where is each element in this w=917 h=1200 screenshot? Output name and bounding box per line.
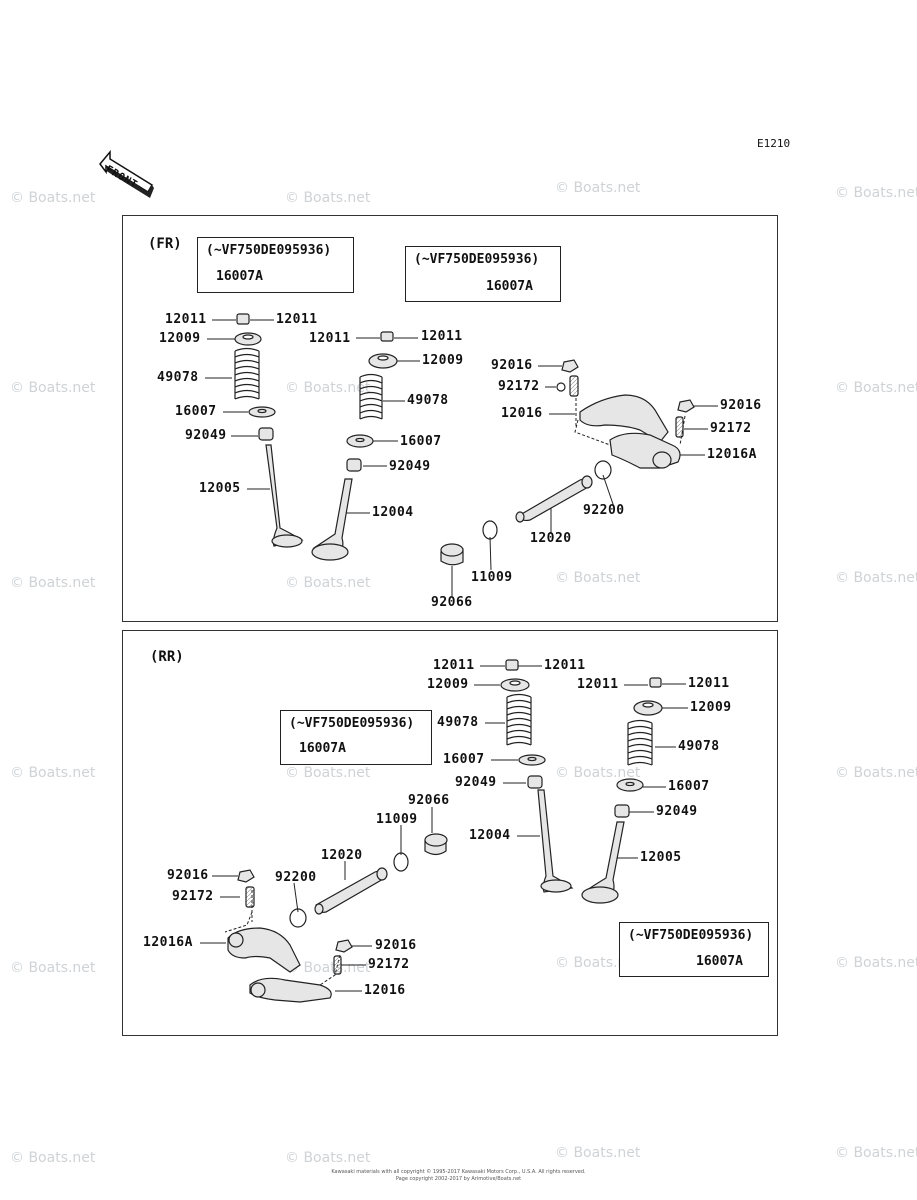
rear-section-label: (RR): [150, 649, 184, 665]
part-code: 49078: [407, 393, 449, 408]
part-code: 92049: [389, 459, 431, 474]
rear-variant-box-1: (~VF750DE095936) 16007A: [280, 710, 432, 765]
watermark-text: © Boats.net: [285, 380, 371, 396]
part-code: 49078: [678, 739, 720, 754]
part-code: 11009: [471, 570, 513, 585]
part-code: 12009: [427, 677, 469, 692]
watermark-text: © Boats.net: [835, 185, 917, 201]
part-code: 92066: [431, 595, 473, 610]
watermark-text: © Boats.net: [835, 570, 917, 586]
part-code: 16007A: [486, 279, 533, 294]
part-code: 92016: [167, 868, 209, 883]
part-code: 92172: [498, 379, 540, 394]
part-code: 12011: [165, 312, 207, 327]
part-code: 12005: [640, 850, 682, 865]
part-code: 12011: [688, 676, 730, 691]
part-code: 92049: [185, 428, 227, 443]
part-code: 11009: [376, 812, 418, 827]
front-variant-box-2: (~VF750DE095936) 16007A: [405, 246, 561, 302]
watermark-text: © Boats.net: [285, 960, 371, 976]
part-code: 12005: [199, 481, 241, 496]
watermark-text: © Boats.net: [835, 380, 917, 396]
watermark-text: © Boats.net: [835, 765, 917, 781]
watermark-text: © Boats.net: [10, 1150, 96, 1166]
front-arrow: FRONT: [96, 150, 158, 210]
front-section-panel: [122, 215, 778, 622]
part-code: 92016: [720, 398, 762, 413]
part-code: 92200: [275, 870, 317, 885]
front-variant-box-1: (~VF750DE095936) 16007A: [197, 237, 354, 293]
watermark-text: © Boats.net: [555, 1145, 641, 1161]
part-code: 12011: [544, 658, 586, 673]
part-code: 16007: [443, 752, 485, 767]
part-code: 92016: [491, 358, 533, 373]
part-code: 92172: [172, 889, 214, 904]
part-code: 16007A: [696, 954, 743, 969]
part-code: 12011: [309, 331, 351, 346]
part-code: 12016: [364, 983, 406, 998]
copyright-text-2: Page copyright 2002-2017 by Arimotive/Bo…: [395, 1176, 522, 1182]
front-arrow-icon: [99, 150, 154, 198]
part-code: 12020: [530, 531, 572, 546]
part-code: 92049: [455, 775, 497, 790]
part-code: 12004: [372, 505, 414, 520]
watermark-text: © Boats.net: [10, 380, 96, 396]
part-code: 16007A: [216, 269, 263, 284]
copyright-text: Kawasaki materials with all copyright © …: [331, 1169, 586, 1175]
part-code: 12004: [469, 828, 511, 843]
watermark-text: © Boats.net: [285, 575, 371, 591]
part-code: 12009: [690, 700, 732, 715]
part-code: 12011: [276, 312, 318, 327]
variant-condition: (~VF750DE095936): [206, 243, 332, 258]
part-code: 12011: [433, 658, 475, 673]
watermark-text: © Boats.net: [285, 765, 371, 781]
rear-section-panel: [122, 630, 778, 1036]
watermark-text: © Boats.net: [10, 190, 96, 206]
part-code: 49078: [157, 370, 199, 385]
watermark-text: © Boats.net: [10, 765, 96, 781]
part-code: 12016A: [707, 447, 757, 462]
part-code: 12011: [577, 677, 619, 692]
part-code: 16007: [400, 434, 442, 449]
watermark-text: © Boats.net: [835, 955, 917, 971]
variant-condition: (~VF750DE095936): [289, 716, 415, 731]
front-section-label: (FR): [148, 236, 182, 252]
part-code: 92200: [583, 503, 625, 518]
part-code: 49078: [437, 715, 479, 730]
part-code: 92066: [408, 793, 450, 808]
part-code: 12020: [321, 848, 363, 863]
rear-variant-box-2: (~VF750DE095936) 16007A: [619, 922, 769, 977]
part-code: 16007: [668, 779, 710, 794]
watermark-text: © Boats.net: [555, 570, 641, 586]
diagram-ref-code: E1210: [757, 137, 791, 150]
watermark-text: © Boats.net: [555, 765, 641, 781]
part-code: 12016: [501, 406, 543, 421]
watermark-text: © Boats.net: [10, 575, 96, 591]
part-code: 12011: [421, 329, 463, 344]
part-code: 16007: [175, 404, 217, 419]
part-code: 92016: [375, 938, 417, 953]
watermark-text: © Boats.net: [285, 1150, 371, 1166]
part-code: 16007A: [299, 741, 346, 756]
part-code: 12009: [159, 331, 201, 346]
variant-condition: (~VF750DE095936): [414, 252, 540, 267]
watermark-text: © Boats.net: [10, 960, 96, 976]
part-code: 92172: [710, 421, 752, 436]
watermark-text: © Boats.net: [555, 180, 641, 196]
part-code: 12016A: [143, 935, 193, 950]
watermark-text: © Boats.net: [835, 1145, 917, 1161]
variant-condition: (~VF750DE095936): [628, 928, 754, 943]
part-code: 92049: [656, 804, 698, 819]
part-code: 92172: [368, 957, 410, 972]
watermark-text: © Boats.net: [285, 190, 371, 206]
part-code: 12009: [422, 353, 464, 368]
